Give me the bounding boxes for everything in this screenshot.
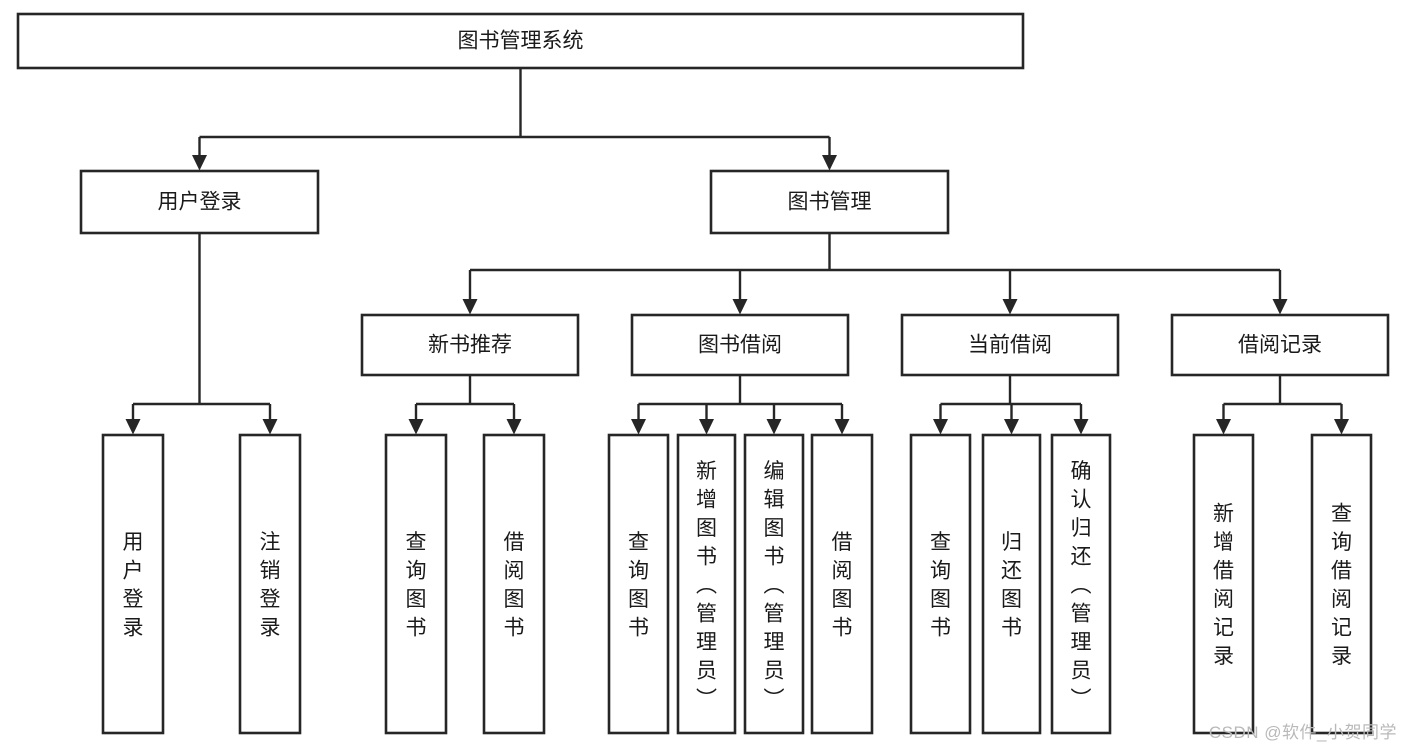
arrow-head (933, 419, 948, 435)
connector-group (192, 68, 837, 171)
arrow-head (1073, 419, 1089, 435)
node-leaf-confirm-return[interactable]: 确认归还︵管理员︶ (1050, 433, 1112, 735)
node-box[interactable] (1170, 313, 1390, 377)
node-leaf-user-logout[interactable]: 注销登录 (238, 433, 302, 735)
node-box[interactable] (16, 12, 1025, 70)
node-leaf-add-record[interactable]: 新增借阅记录 (1192, 433, 1255, 735)
arrow-head (408, 419, 424, 435)
node-label: 查询借阅记录 (1331, 503, 1352, 669)
node-new-book-recommend[interactable]: 新书推荐 (360, 313, 580, 377)
node-root[interactable]: 图书管理系统 (16, 12, 1025, 70)
node-box[interactable] (630, 313, 850, 377)
node-leaf-return-book[interactable]: 归还图书 (981, 433, 1042, 735)
connector-group (408, 375, 522, 435)
node-leaf-query-book-3[interactable]: 查询图书 (909, 433, 972, 735)
node-label: 归还图书 (1001, 531, 1022, 640)
node-box[interactable] (909, 433, 972, 735)
node-box[interactable] (743, 433, 805, 735)
node-box[interactable] (900, 313, 1120, 377)
node-box[interactable] (238, 433, 302, 735)
arrow-head (506, 419, 522, 435)
node-label: 借阅记录 (1238, 334, 1322, 357)
node-box[interactable] (384, 433, 448, 735)
node-current-borrow[interactable]: 当前借阅 (900, 313, 1120, 377)
node-label: 查询图书 (628, 531, 649, 640)
arrow-head (192, 155, 207, 171)
node-borrow-record[interactable]: 借阅记录 (1170, 313, 1390, 377)
node-box[interactable] (981, 433, 1042, 735)
node-label: 新增图书︵管理员︶ (696, 460, 717, 711)
node-book-manage[interactable]: 图书管理 (709, 169, 950, 235)
node-box[interactable] (1192, 433, 1255, 735)
node-label: 查询图书 (406, 531, 427, 640)
arrow-head (834, 419, 850, 435)
connector-group (462, 233, 1288, 315)
node-box[interactable] (810, 433, 874, 735)
node-label: 新增借阅记录 (1213, 503, 1234, 669)
node-leaf-query-record[interactable]: 查询借阅记录 (1310, 433, 1373, 735)
arrow-head (766, 419, 782, 435)
node-box[interactable] (1310, 433, 1373, 735)
node-label: 当前借阅 (968, 334, 1052, 357)
arrow-head (1272, 299, 1288, 315)
node-box[interactable] (676, 433, 737, 735)
arrow-head (822, 155, 837, 171)
node-box[interactable] (79, 169, 320, 235)
arrow-head (732, 299, 748, 315)
node-label: 用户登录 (123, 531, 144, 640)
node-label: 图书管理 (788, 191, 872, 214)
connector-group (125, 233, 278, 435)
node-leaf-borrow-book-2[interactable]: 借阅图书 (810, 433, 874, 735)
node-label: 确认归还︵管理员︶ (1071, 460, 1092, 711)
arrow-head (462, 299, 478, 315)
node-leaf-query-book-2[interactable]: 查询图书 (607, 433, 670, 735)
node-label: 借阅图书 (504, 531, 525, 640)
node-book-borrow[interactable]: 图书借阅 (630, 313, 850, 377)
arrow-head (262, 419, 278, 435)
arrow-head (631, 419, 646, 435)
arrow-head (125, 419, 141, 435)
arrow-head (1004, 419, 1019, 435)
node-leaf-add-book[interactable]: 新增图书︵管理员︶ (676, 433, 737, 735)
connector-group (631, 375, 850, 435)
node-label: 借阅图书 (832, 531, 853, 640)
node-leaf-borrow-book-1[interactable]: 借阅图书 (482, 433, 546, 735)
node-box[interactable] (1050, 433, 1112, 735)
node-label: 新书推荐 (428, 334, 512, 357)
node-box[interactable] (709, 169, 950, 235)
arrow-head (1216, 419, 1231, 435)
watermark-text: CSDN @软件_小贺同学 (1208, 723, 1397, 742)
node-leaf-user-login[interactable]: 用户登录 (101, 433, 165, 735)
node-leaf-edit-book[interactable]: 编辑图书︵管理员︶ (743, 433, 805, 735)
node-label: 编辑图书︵管理员︶ (764, 460, 785, 711)
node-label: 查询图书 (930, 531, 951, 640)
node-leaf-query-book-1[interactable]: 查询图书 (384, 433, 448, 735)
connector-group (1216, 375, 1349, 435)
node-label: 图书借阅 (698, 334, 782, 357)
connector-group (933, 375, 1089, 435)
node-box[interactable] (607, 433, 670, 735)
nodes-layer: 图书管理系统用户登录图书管理新书推荐图书借阅当前借阅借阅记录用户登录注销登录查询… (16, 12, 1390, 735)
node-box[interactable] (360, 313, 580, 377)
node-label: 注销登录 (260, 531, 281, 640)
node-label: 用户登录 (158, 191, 242, 214)
node-box[interactable] (101, 433, 165, 735)
arrow-head (1334, 419, 1349, 435)
node-box[interactable] (482, 433, 546, 735)
node-user-login[interactable]: 用户登录 (79, 169, 320, 235)
arrow-head (1002, 299, 1018, 315)
node-label: 图书管理系统 (458, 30, 584, 53)
arrow-head (699, 419, 714, 435)
connectors-layer (125, 68, 1349, 435)
